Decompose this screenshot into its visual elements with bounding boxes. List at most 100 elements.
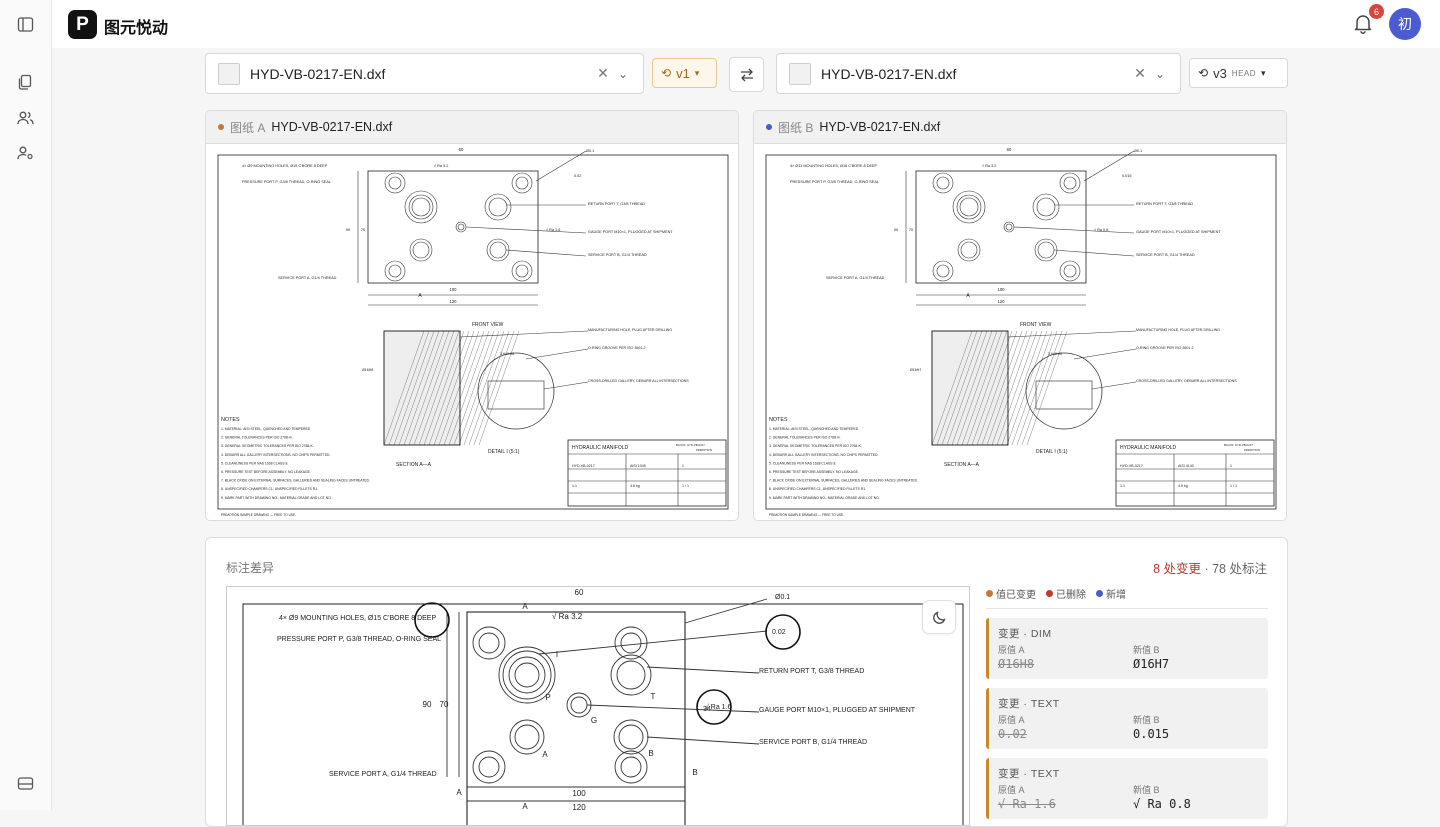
drawing-hole [1037, 241, 1055, 259]
chevron-down-icon: ▾ [694, 67, 700, 78]
title-block-text: BLOCK: HYD-VB-0217 [1224, 443, 1253, 447]
note-text: 1. MATERIAL: AISI STEEL, QUENCHED AND TE… [769, 427, 859, 431]
view-label: SECTION A—A [944, 462, 980, 468]
drawing-hole [478, 632, 500, 654]
note-text: 5. CLEANLINESS PER NAS 1638 CLASS 8. [769, 461, 836, 465]
callout-text: PRESSURE PORT P, G3/8 THREAD, O-RING SEA… [277, 636, 441, 643]
drawing-line [971, 330, 1013, 446]
view-label: FRONT VIEW [472, 322, 504, 328]
chevron-down-icon[interactable]: ⌄ [617, 66, 629, 81]
card-type: 变更 · TEXT [998, 768, 1060, 780]
card-type: 变更 · DIM [998, 628, 1052, 640]
swap-button[interactable] [729, 57, 764, 92]
section-outline [383, 330, 461, 446]
drawing-line [1091, 381, 1137, 390]
drawing-line [1021, 330, 1063, 446]
callout-text: 0.02 [574, 174, 581, 178]
drawing-hole [404, 190, 438, 224]
note-text: 4. DEBURR ALL GALLERY INTERSECTIONS. NO … [769, 453, 878, 457]
drawing-hole [408, 194, 434, 220]
dimension-text: A [522, 602, 528, 611]
user-avatar[interactable]: 初 [1389, 8, 1421, 40]
note-text: 9. MARK PART WITH DRAWING NO., MATERIAL … [769, 496, 880, 500]
callout-text: SERVICE PORT A, G1/4 THREAD [278, 276, 337, 280]
drawing-hole [384, 260, 406, 282]
panel-b-dot [766, 124, 772, 130]
drawing-line [453, 330, 495, 446]
callout-text: √ Ra 1.6 [546, 228, 560, 232]
archive-icon[interactable] [14, 772, 36, 794]
legend-changed: 值已变更 [986, 586, 1036, 601]
title-block-text: 1 [682, 464, 684, 468]
panel-header-a: 图纸 A HYD-VB-0217-EN.dxf [206, 111, 738, 144]
view-label: DETAIL I (5:1) [488, 449, 520, 455]
callout-text: √ Ra 0.8 [1094, 228, 1108, 232]
drawing-line [393, 330, 435, 446]
callout-text: MANUFACTURING HOLE, PLUG AFTER DRILLING [588, 328, 672, 332]
panel-file-a: HYD-VB-0217-EN.dxf [271, 120, 393, 134]
drawing-line [535, 150, 587, 182]
title-block-text: PRIMOTION [696, 448, 712, 452]
note-text: 2. GENERAL TOLERANCES PER ISO 2768-m. [769, 436, 841, 440]
title-block-name: HYDRAULIC MANIFOLD [1120, 445, 1177, 451]
drawing-line [931, 330, 973, 446]
drawing-hole [508, 656, 546, 694]
diff-card[interactable]: 变更 · DIM 原值 A 新值 B Ø16H8 Ø16H7 [986, 618, 1268, 679]
sidebar-toggle-icon[interactable] [14, 13, 36, 35]
chevron-down-icon[interactable]: ⌄ [1154, 66, 1166, 81]
version-label-a: v1 [676, 65, 690, 81]
diff-card[interactable]: 变更 · TEXT 原值 A 新值 B √ Ra 1.6 √ Ra 0.8 [986, 758, 1268, 819]
drawing-hole [1059, 172, 1081, 194]
footer-text: PRIMOTION SAMPLE DRAWING — FREE TO USE. [769, 513, 844, 517]
clear-icon[interactable]: ✕ [1134, 65, 1146, 81]
version-select-b[interactable]: ⟲ v3 HEAD ▾ [1189, 58, 1288, 88]
note-text: 5. CLEANLINESS PER NAS 1638 CLASS 8. [221, 461, 288, 465]
front-view-outline [915, 170, 1087, 284]
callout-text: √ Ra 3.2 [982, 164, 996, 168]
title-block-text: 1 / 1 [1230, 484, 1237, 488]
history-icon: ⟲ [1198, 66, 1209, 80]
dimension-text: G [591, 716, 597, 725]
users-icon[interactable] [14, 107, 36, 129]
drawing-hole [484, 193, 512, 221]
drawing-line [1083, 150, 1135, 182]
title-block-text: HYD-VB-0217 [572, 464, 595, 468]
dimension-text: 90 [346, 227, 351, 232]
drawing-line [1016, 330, 1058, 446]
dimension-text: 90 [894, 227, 899, 232]
view-label: DETAIL I (5:1) [1036, 449, 1068, 455]
view-label: FRONT VIEW [1020, 322, 1052, 328]
user-settings-icon[interactable] [14, 142, 36, 164]
title-block-text: 1 [1230, 464, 1232, 468]
legend-deleted: 已删除 [1046, 586, 1086, 601]
file-select-b[interactable]: HYD-VB-0217-EN.dxf ✕ ⌄ [776, 53, 1181, 94]
drawing-hole [409, 238, 433, 262]
drawing-line [448, 330, 490, 446]
theme-toggle-button[interactable] [922, 600, 956, 634]
version-select-a[interactable]: ⟲ v1 ▾ [652, 58, 717, 88]
drawing-line [423, 330, 465, 446]
note-text: 7. BLACK OXIDE ON EXTERNAL SURFACES, GAL… [769, 479, 918, 483]
app-logo[interactable]: P [68, 10, 97, 39]
dimension-text: P [545, 693, 550, 702]
drawing-line [478, 330, 520, 446]
callout-text: √ Ra 3.2 [434, 164, 448, 168]
dimension-text: B [648, 749, 653, 758]
callout-text: Ø0.1 [1134, 149, 1142, 153]
callout-text: SERVICE PORT B, G1/4 THREAD [1136, 253, 1195, 257]
dimension-text: 120 [572, 803, 586, 812]
diff-card[interactable]: 变更 · TEXT 原值 A 新值 B 0.02 0.015 [986, 688, 1268, 749]
callout-text: MANUFACTURING HOLE, PLUG AFTER DRILLING [1136, 328, 1220, 332]
documents-icon[interactable] [14, 71, 36, 93]
diff-marker [414, 602, 450, 638]
legend-added: 新增 [1096, 586, 1126, 601]
clear-icon[interactable]: ✕ [597, 65, 609, 81]
card-new-value: Ø16H7 [1133, 657, 1170, 671]
file-select-a[interactable]: HYD-VB-0217-EN.dxf ✕ ⌄ [205, 53, 644, 94]
bell-icon[interactable] [1352, 12, 1376, 36]
file-name-b: HYD-VB-0217-EN.dxf [821, 65, 957, 82]
